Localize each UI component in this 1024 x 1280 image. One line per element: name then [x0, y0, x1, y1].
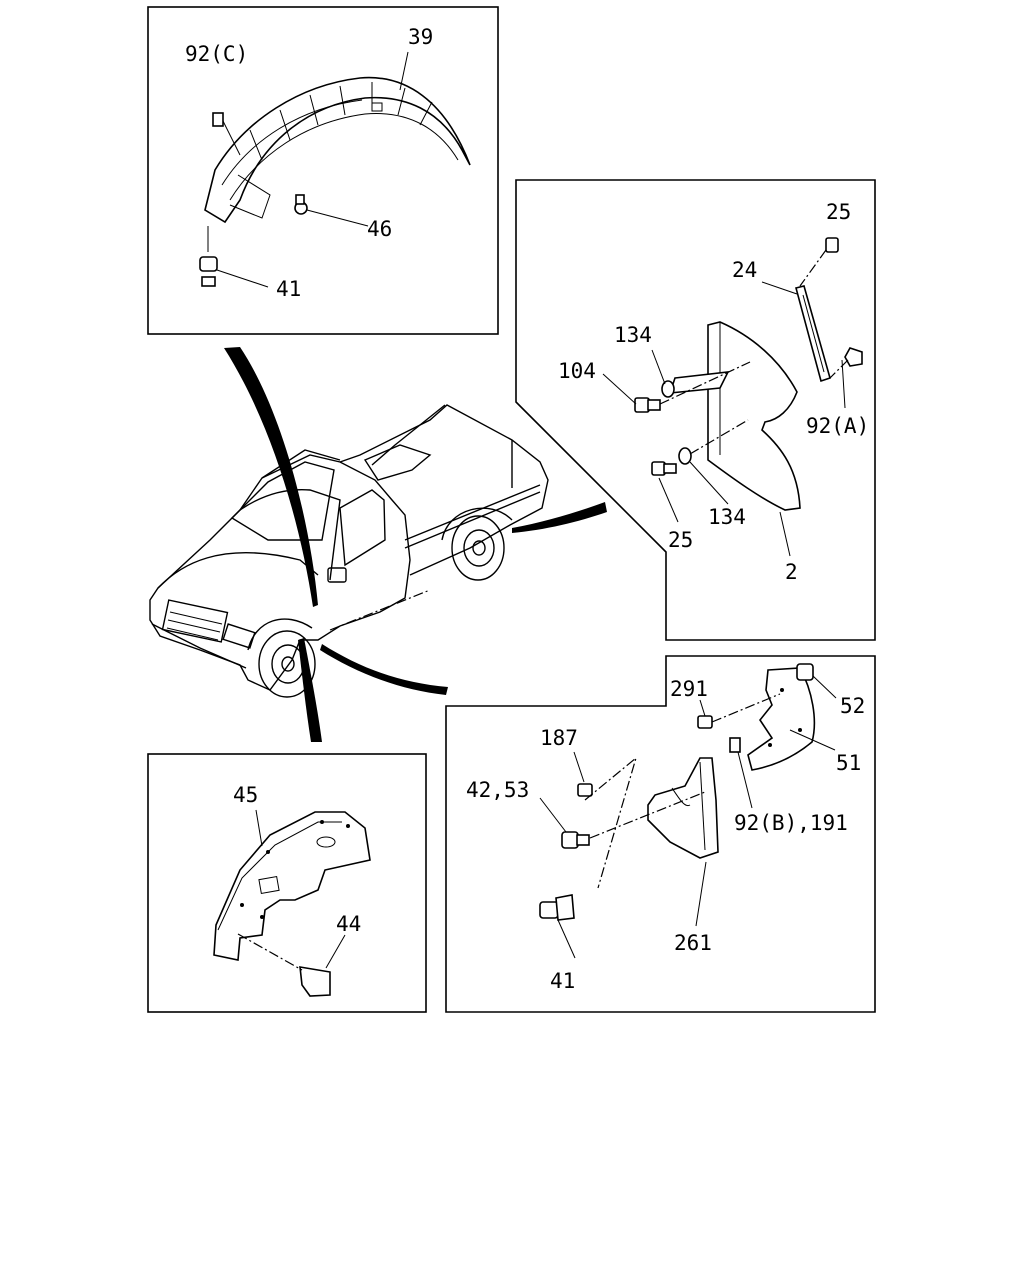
callout-291: 291: [670, 677, 708, 701]
screw-187: [573, 751, 593, 797]
callout-134-bottom: 134: [708, 505, 746, 529]
callout-134-top: 134: [614, 323, 652, 347]
callout-92b-191: 92(B),191: [734, 811, 848, 835]
pointer-wedge-rear: [512, 502, 607, 533]
clip-41-top: [199, 226, 269, 288]
pointer-wedge-front: [320, 644, 448, 695]
callout-39: 39: [408, 25, 433, 49]
callout-2: 2: [785, 560, 798, 584]
callout-92c: 92(C): [185, 42, 248, 66]
washer-134-bottom: [678, 419, 749, 465]
splash-shield-45: [213, 811, 371, 961]
callout-46: 46: [367, 217, 392, 241]
callout-104: 104: [558, 359, 596, 383]
nut-92a: [829, 347, 863, 379]
callout-24: 24: [732, 258, 757, 282]
callout-41-top: 41: [276, 277, 301, 301]
screw-46: [294, 194, 369, 227]
callout-92a: 92(A): [806, 414, 869, 438]
front-wheel: [247, 618, 316, 698]
mud-flap-261: [647, 757, 719, 859]
bolt-25-top: [799, 237, 839, 287]
mud-flap-2: [668, 321, 801, 511]
bolt-42-53: [539, 791, 706, 849]
rear-wheel: [441, 507, 513, 581]
callout-187: 187: [540, 726, 578, 750]
fender-liner-39: [204, 76, 471, 224]
panel-mud-flap: 25 24 134 104 92(A) 25 134 2: [515, 179, 876, 641]
bolt-104: [634, 361, 751, 413]
clip-41-bottom: [539, 894, 576, 959]
bolt-25-bottom: [651, 461, 677, 476]
callout-45: 45: [233, 783, 258, 807]
callout-42-53: 42,53: [466, 778, 529, 802]
bracket-24: [795, 285, 831, 383]
clip-44: [237, 933, 331, 997]
pickup-truck: [149, 347, 607, 742]
shield-51: [747, 667, 816, 771]
callout-25-top: 25: [826, 200, 851, 224]
callout-44: 44: [336, 912, 361, 936]
callout-41-bottom: 41: [550, 969, 575, 993]
pointer-wedge-top: [224, 347, 318, 607]
clip-92c: [212, 112, 241, 156]
panel-fender-liner: 39 92(C) 46 41: [147, 6, 499, 335]
nut-92b-191: [729, 737, 753, 809]
screw-291: [697, 693, 781, 729]
callout-51: 51: [836, 751, 861, 775]
washer-134-top: [661, 380, 675, 398]
panel-splash-shield: 45 44: [147, 753, 427, 1013]
panel-flap-shield: 291 52 51 187 42,53 92(B),191 261 41: [445, 655, 876, 1013]
callout-261: 261: [674, 931, 712, 955]
clip-52: [796, 663, 837, 699]
callout-52: 52: [840, 694, 865, 718]
callout-25-bottom: 25: [668, 528, 693, 552]
